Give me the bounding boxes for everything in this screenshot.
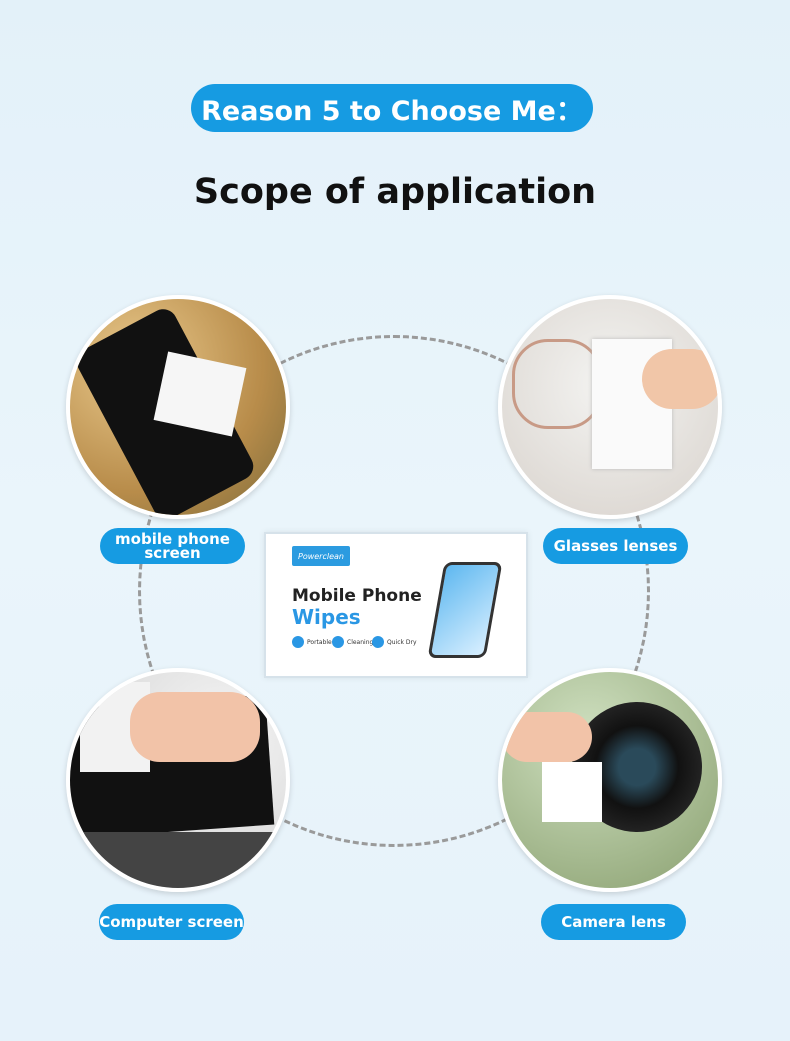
label-computer-screen: Computer screen [99,904,244,940]
label-mobile-phone-screen: mobile phone screen [100,528,245,564]
feature-cleaning: Cleaning [332,636,373,648]
label-glasses-lenses: Glasses lenses [543,528,688,564]
photo-glasses [498,295,722,519]
dashed-ring [138,335,650,847]
page-heading: Scope of application [193,172,597,212]
quick-dry-icon [372,636,384,648]
feature-label: Quick Dry [387,638,417,646]
brand-logo: Powerclean [292,546,350,566]
cleaning-icon [332,636,344,648]
portable-icon [292,636,304,648]
product-package: Powerclean Mobile Phone Wipes Portable C… [264,532,528,678]
photo-mobile-phone [66,295,290,519]
feature-quick-dry: Quick Dry [372,636,417,648]
reason-badge: Reason 5 to Choose Me： [191,84,593,132]
feature-portable: Portable [292,636,332,648]
photo-computer [66,668,290,892]
label-camera-lens: Camera lens [541,904,686,940]
phone-illustration [427,562,503,658]
feature-label: Cleaning [347,638,374,646]
photo-camera [498,668,722,892]
feature-label: Portable [307,638,332,646]
package-subtitle: Wipes [292,605,361,629]
package-title: Mobile Phone [292,586,422,606]
